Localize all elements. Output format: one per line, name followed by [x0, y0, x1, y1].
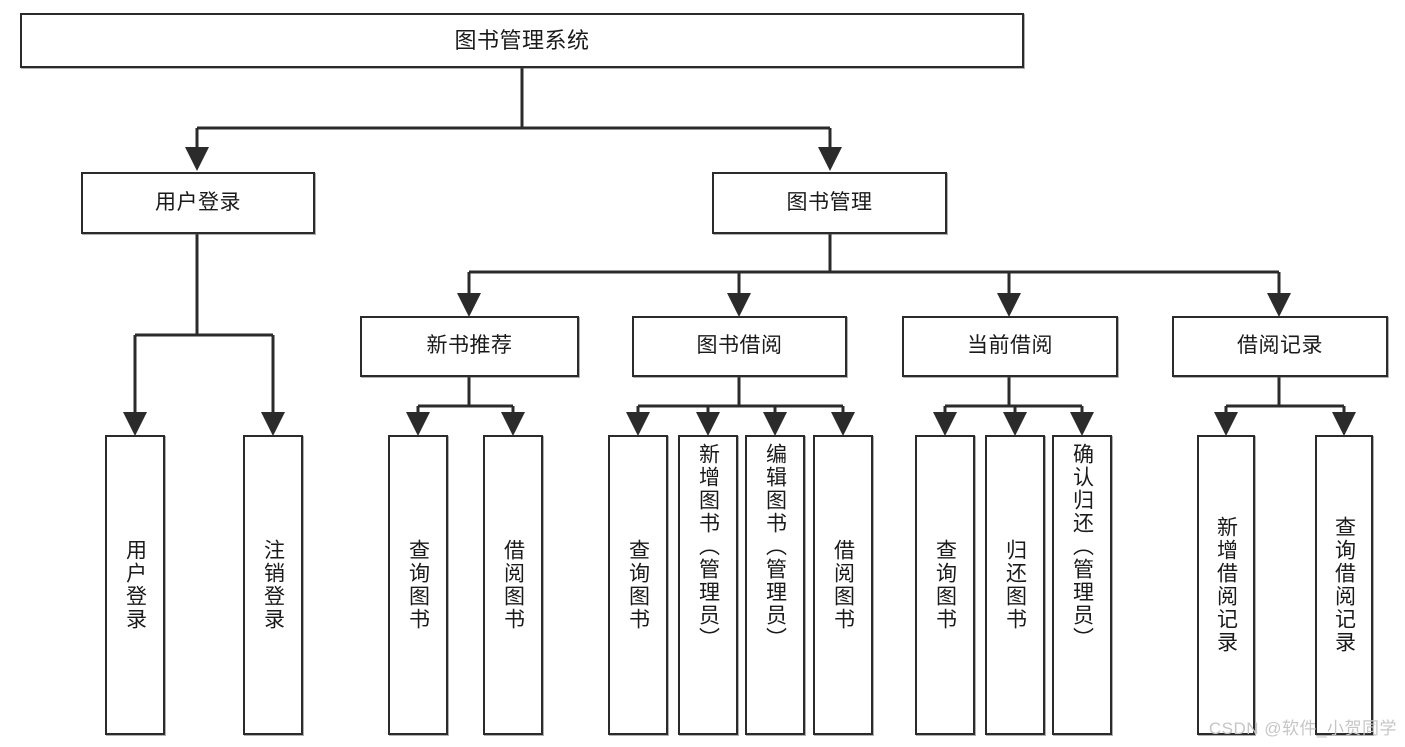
node-label: 查询图书 [933, 539, 957, 631]
leaf-user-login-signout[interactable]: 注销登录 [243, 435, 303, 735]
node-label: 借阅记录 [1237, 334, 1323, 358]
node-current-borrow[interactable]: 当前借阅 [902, 316, 1118, 377]
node-label: 确认归还（管理员） [1070, 443, 1094, 650]
node-label: 注销登录 [261, 539, 285, 631]
node-label: 新增借阅记录 [1214, 516, 1238, 654]
node-label: 查询借阅记录 [1332, 516, 1356, 654]
node-label: 图书借阅 [696, 334, 783, 358]
leaf-recommend-borrow-book[interactable]: 借阅图书 [483, 435, 543, 735]
node-book-borrow[interactable]: 图书借阅 [632, 316, 847, 377]
leaf-record-query-record[interactable]: 查询借阅记录 [1315, 435, 1373, 735]
node-new-book-recommend[interactable]: 新书推荐 [360, 316, 579, 377]
csdn-watermark: CSDN @软件_小贺同学 [1208, 719, 1397, 738]
leaf-borrow-add-book-admin[interactable]: 新增图书（管理员） [678, 435, 738, 735]
node-label: 借阅图书 [831, 539, 855, 631]
node-label: 新增图书（管理员） [696, 443, 720, 650]
leaf-borrow-borrow-book[interactable]: 借阅图书 [813, 435, 873, 735]
node-borrow-record[interactable]: 借阅记录 [1172, 316, 1388, 377]
leaf-user-login-signin[interactable]: 用户登录 [105, 435, 165, 735]
node-label: 查询图书 [406, 539, 430, 631]
node-label: 图书管理系统 [454, 27, 590, 53]
node-book-management[interactable]: 图书管理 [712, 172, 947, 234]
node-user-login[interactable]: 用户登录 [81, 172, 315, 234]
node-label: 借阅图书 [501, 539, 525, 631]
leaf-current-confirm-return-admin[interactable]: 确认归还（管理员） [1052, 435, 1112, 735]
node-label: 用户登录 [123, 539, 147, 631]
node-label: 查询图书 [626, 539, 650, 631]
leaf-current-return-book[interactable]: 归还图书 [985, 435, 1045, 735]
node-root-system[interactable]: 图书管理系统 [20, 13, 1024, 68]
leaf-current-query-book[interactable]: 查询图书 [915, 435, 975, 735]
leaf-borrow-query-book[interactable]: 查询图书 [608, 435, 668, 735]
node-label: 编辑图书（管理员） [763, 443, 787, 650]
node-label: 图书管理 [786, 190, 873, 214]
node-label: 用户登录 [155, 190, 241, 214]
node-label: 新书推荐 [426, 334, 513, 358]
leaf-recommend-query-book[interactable]: 查询图书 [388, 435, 448, 735]
leaf-record-add-record[interactable]: 新增借阅记录 [1197, 435, 1255, 735]
node-label: 当前借阅 [967, 334, 1053, 358]
leaf-borrow-edit-book-admin[interactable]: 编辑图书（管理员） [745, 435, 805, 735]
node-label: 归还图书 [1003, 539, 1027, 631]
